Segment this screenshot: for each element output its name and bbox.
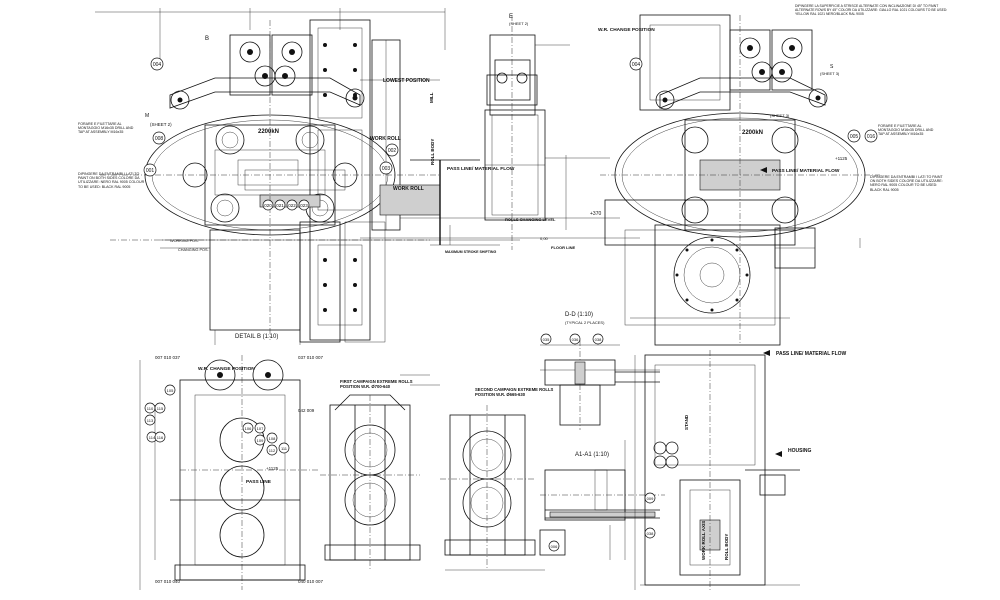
callout-020: 020 [264, 203, 272, 208]
work-roll-label-2: WORK ROLL [393, 186, 424, 192]
lowest-position-label: LOWEST POSITION [383, 78, 430, 84]
callout-group-040a: 007 010 040 [155, 579, 181, 584]
callout-038b: 038 [647, 531, 654, 536]
stripe-paint-note: DIPINGERE LA SUPERFICIE A STRISCE ALTERN… [795, 4, 948, 16]
weight-label-2200b: 2200kN [742, 130, 763, 136]
bottom-left-callouts: 007 010 037 037 010 007 007 010 040 040 … [144, 355, 324, 584]
pass-line-arrows [760, 167, 782, 457]
callout-003: 003 [382, 166, 391, 172]
elevation-1125b: +1125 [266, 466, 279, 471]
weight-label-2200a: 2200kN [258, 129, 279, 135]
section-a1-label: A1-A1 (1:10) [575, 452, 609, 458]
bottom-left-view [139, 355, 320, 590]
working-pos-label: WORKING POS. [170, 239, 199, 243]
floor-line-label: FLOOR LINE [551, 245, 576, 250]
pass-line-label-1: PASS LINE/ MATERIAL FLOW [447, 166, 515, 172]
callout-109: 109 [257, 438, 264, 443]
stand-label: STAND [684, 414, 689, 430]
roll-body-label: ROLL BODY [430, 139, 435, 165]
callout-008: 008 [155, 136, 164, 142]
callout-002: 002 [388, 148, 397, 154]
housing-label: HOUSING [788, 448, 811, 454]
drill-note-right: FORARE E FILETTARE AL MONTAGGIO M16x35 D… [878, 124, 934, 137]
sheet-3b-label: (SHEET 3) [770, 113, 790, 118]
paint-note-left: DIPINGERE DA ENTRAMBI I LATI TO PAINT ON… [78, 172, 145, 189]
callout-022: 022 [288, 203, 296, 208]
right-view-callouts: 004 016 005 [629, 57, 878, 143]
rolls-changing-level-label: ROLLS CHANGING LEVEL [505, 217, 556, 222]
callout-108: 108 [269, 436, 276, 441]
right-stand-view [600, 14, 880, 346]
sheet-3a-label: (SHEET 3) [820, 71, 840, 76]
callout-107: 107 [257, 426, 264, 431]
drill-note-left: FORARE E FILETTARE AL MONTAGGIO M16x35 D… [78, 122, 134, 135]
housing-callouts: 009 038 [644, 492, 656, 539]
callout-038a: 038 [595, 337, 602, 342]
callout-group-037a: 007 010 037 [155, 355, 181, 360]
letter-m: M [145, 113, 149, 119]
callout-113: 113 [147, 418, 154, 423]
sheet-2b-label: (SHEET 2) [509, 21, 529, 26]
callout-016: 016 [867, 134, 876, 140]
section-dd-label: D-D (1:10) [565, 312, 593, 318]
callout-004a: 004 [153, 62, 162, 68]
center-top-view [360, 15, 640, 250]
callout-112: 112 [269, 448, 276, 453]
section-dd-callouts: 035 036 038 [540, 333, 604, 345]
sheet-2a-label: (SHEET 2) [150, 122, 172, 127]
max-stroke-label: MAXIMUM STROKE SHIFTING [445, 250, 497, 254]
callout-group-040b: 040 010 007 [298, 579, 324, 584]
work-roll-axis-label: WORK ROLL AXIS [701, 521, 706, 560]
callout-009: 009 [647, 496, 654, 501]
letter-s: S [830, 64, 834, 70]
first-campaign-label: FIRST CAMPAIGN EXTREME ROLLS POSITION W.… [340, 380, 413, 389]
callout-023: 023 [300, 203, 308, 208]
section-a1-view [539, 440, 665, 560]
pass-line-label-4: PASS LINE [246, 479, 272, 485]
letter-b: B [205, 36, 209, 42]
wr-change-position-2: W.R. CHANGE POSITION [198, 366, 255, 372]
callout-111: 111 [281, 446, 288, 451]
callout-106: 106 [245, 426, 252, 431]
callout-116: 116 [157, 435, 164, 440]
elevation-0-label: 0,00 [540, 236, 549, 241]
letter-e: E [509, 14, 513, 20]
first-campaign-view [320, 374, 440, 570]
detail-b-label: DETAIL B (1:10) [235, 334, 278, 340]
wr-change-position-1: W.R. CHANGE POSITION [598, 27, 655, 33]
callout-006: 006 [551, 544, 558, 549]
pass-line-label-3: PASS LINE/ MATERIAL FLOW [776, 351, 847, 357]
elevation-1125a: +1125 [835, 156, 848, 161]
left-view-callouts: 004 008 001 002 003 020 021 022 023 [143, 57, 399, 211]
work-roll-label-1: WORK ROLL [370, 136, 401, 142]
section-dd-view [540, 340, 660, 430]
roll-body-label-2: ROLL BODY [724, 534, 729, 560]
callout-114: 114 [149, 435, 156, 440]
elevation-370-label: +370 [590, 211, 601, 217]
callout-001: 001 [146, 168, 155, 174]
typical-places-label: (TYPICAL 2 PLACES) [565, 320, 605, 325]
callout-110: 110 [147, 406, 154, 411]
callout-035: 035 [543, 337, 550, 342]
mill-label: MILL [429, 92, 434, 103]
callout-036: 036 [572, 337, 579, 342]
callout-group-mid: 042 009 [298, 408, 315, 413]
callout-105: 105 [167, 388, 174, 393]
section-a1-callouts: 006 [548, 540, 560, 552]
callout-005: 005 [850, 134, 859, 140]
callout-004b: 004 [632, 62, 641, 68]
second-campaign-view [440, 405, 545, 571]
callout-115: 115 [157, 406, 164, 411]
changing-pos-label: CHANGING POS. [178, 248, 209, 252]
pass-line-label-2: PASS LINE/ MATERIAL FLOW [772, 168, 840, 174]
paint-note-right: DIPINGERE DA ENTRAMBI I LATI TO PAINT ON… [870, 175, 943, 192]
callout-021: 021 [276, 203, 284, 208]
callout-group-037b: 037 010 007 [298, 355, 324, 360]
housing-side-view [634, 350, 800, 590]
second-campaign-label: SECOND CAMPAIGN EXTREME ROLLS POSITION W… [475, 388, 554, 397]
